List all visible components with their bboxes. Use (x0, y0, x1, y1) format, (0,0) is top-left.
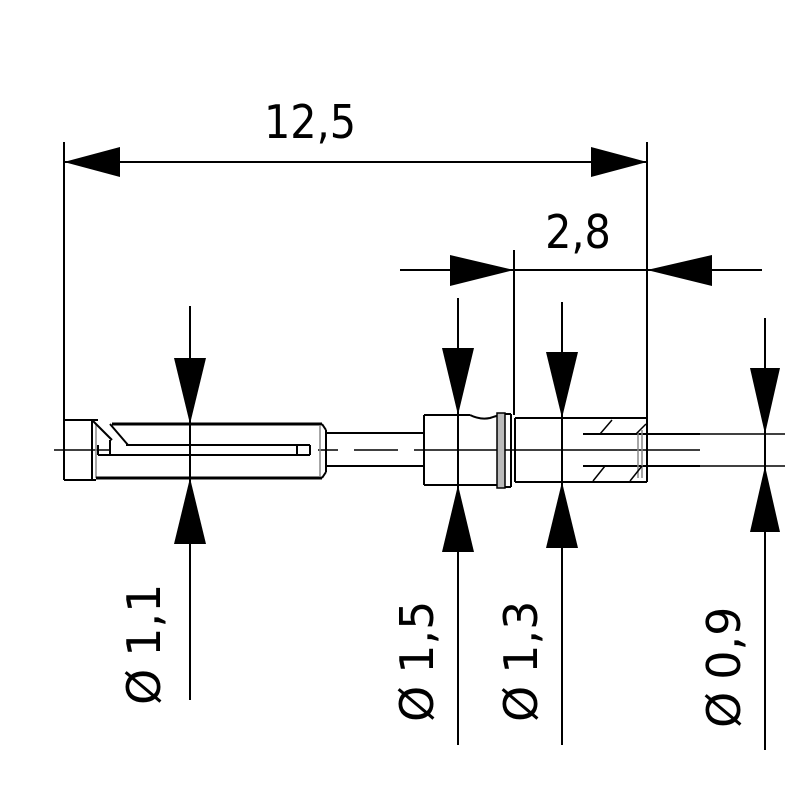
dimension-diameter-1-5: Ø1,5 (390, 298, 474, 745)
dimension-label-d1: Ø1,1 (117, 584, 171, 705)
dimension-overall-length: 12,5 (63, 95, 648, 440)
dimension-diameter-1-1: Ø1,1 (117, 306, 206, 705)
dimension-label-d2: Ø1,5 (390, 601, 444, 722)
arrow-left-icon (64, 147, 120, 177)
arrow-down-icon (546, 352, 578, 418)
arrow-down-icon (442, 348, 474, 415)
dimension-label-d3: Ø1,3 (494, 601, 548, 722)
pin-body (63, 412, 700, 489)
dimension-rear-length: 2,8 (400, 205, 762, 415)
arrow-down-icon (750, 368, 780, 434)
arrow-up-icon (442, 485, 474, 552)
arrow-left-icon (647, 255, 712, 286)
arrow-right-icon (450, 255, 514, 286)
arrow-up-icon (174, 478, 206, 544)
dimension-label-d4: Ø0,9 (697, 607, 751, 728)
arrow-right-icon (591, 147, 647, 177)
dimension-diameter-0-9: Ø0,9 (697, 318, 785, 750)
arrow-down-icon (174, 358, 206, 424)
dimension-diameter-1-3: Ø1,3 (494, 302, 578, 745)
dimension-label-overall: 12,5 (264, 95, 356, 149)
arrow-up-icon (750, 466, 780, 532)
arrow-up-icon (546, 482, 578, 548)
dimension-label-rear: 2,8 (545, 205, 611, 259)
